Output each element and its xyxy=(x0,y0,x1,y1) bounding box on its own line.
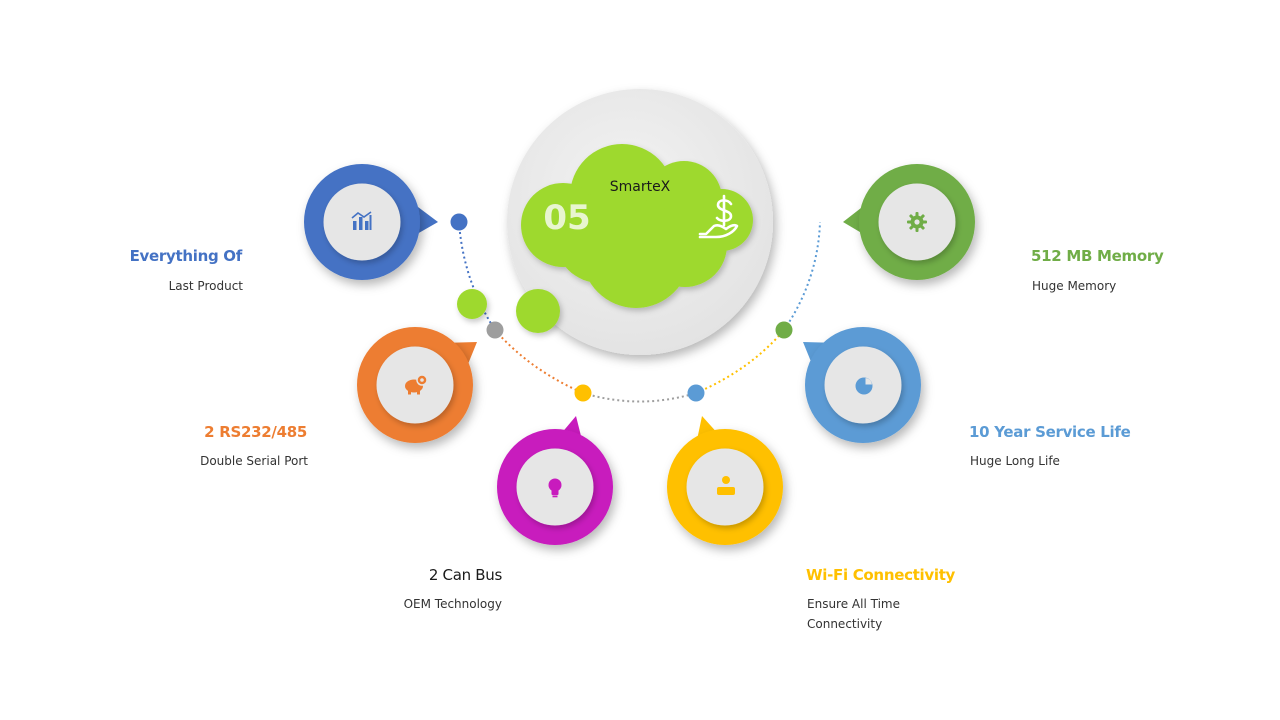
money-hand-icon xyxy=(698,194,739,239)
node-rs232 xyxy=(357,327,477,443)
connector-dot-blue xyxy=(450,213,468,231)
connector-dot-green xyxy=(775,321,793,339)
item-subtitle-double-serial-port: Double Serial Port xyxy=(200,454,308,468)
item-subtitle-huge-memory: Huge Memory xyxy=(1032,279,1117,293)
bar-chart-icon xyxy=(351,211,372,230)
pie-chart-icon xyxy=(855,377,873,395)
node-can-bus xyxy=(497,416,613,545)
node-service-life xyxy=(803,327,921,443)
center-number: 05 xyxy=(543,198,591,238)
node-memory xyxy=(843,164,975,280)
item-title-rs232: 2 RS232/485 xyxy=(204,423,307,441)
item-title-wifi: Wi-Fi Connectivity xyxy=(806,566,956,584)
item-subtitle-huge-long-life: Huge Long Life xyxy=(970,454,1060,468)
item-title-memory: 512 MB Memory xyxy=(1031,247,1164,265)
connector-dot-grey xyxy=(486,321,504,339)
item-subtitle-oem-technology: OEM Technology xyxy=(403,597,502,611)
item-subtitle-wifi-line2: Connectivity xyxy=(807,617,883,631)
center-cloud xyxy=(521,144,753,308)
item-subtitle-last-product: Last Product xyxy=(168,279,243,293)
item-title-can-bus: 2 Can Bus xyxy=(428,566,502,584)
center-title: SmarteX xyxy=(609,179,671,195)
piggy-bank-icon xyxy=(405,374,428,395)
connector-dot-lightblue xyxy=(687,384,705,402)
person-icon xyxy=(717,476,735,495)
bubble-small xyxy=(457,289,487,319)
lightbulb-icon xyxy=(548,478,562,498)
gear-icon xyxy=(907,212,927,232)
connector-dot-yellow xyxy=(574,384,592,402)
item-subtitle-wifi-line1: Ensure All Time xyxy=(807,597,900,611)
node-everything-of xyxy=(304,164,438,280)
item-title-everything-of: Everything Of xyxy=(129,247,243,265)
bubble-medium xyxy=(516,289,560,333)
item-title-service-life: 10 Year Service Life xyxy=(969,423,1131,441)
connector-arc xyxy=(458,221,821,403)
node-wifi xyxy=(667,416,783,545)
